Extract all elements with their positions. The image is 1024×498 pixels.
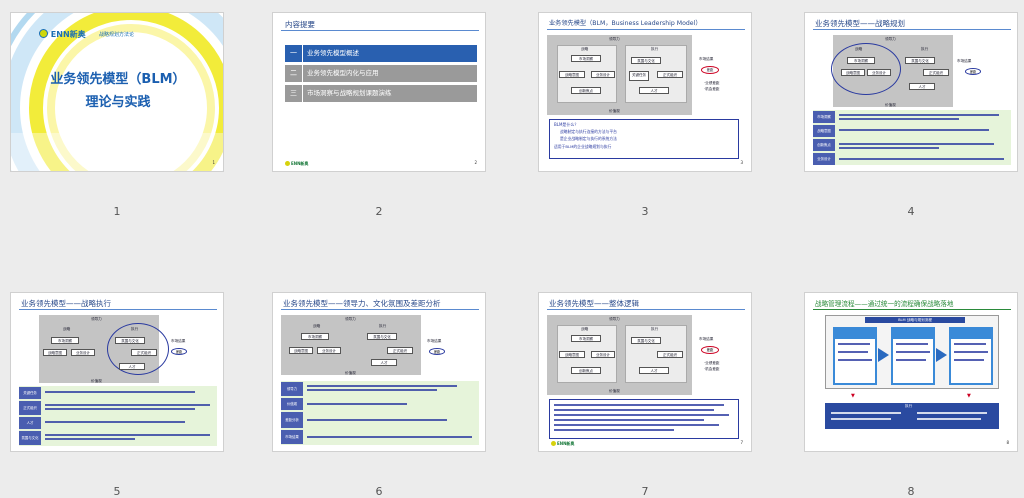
slide-8-canvas: 战略管理流程——通过统一的流程确保战略落地 BLM 战略与规划流程 ▼ ▼ 执行… xyxy=(804,292,1018,452)
slide-5-title: 业务领先模型——战略执行 xyxy=(21,298,111,309)
slide-number-label: 4 xyxy=(804,205,1018,218)
slide-7-canvas: 业务领先模型——整体逻辑 领导力 价值观 战略 执行 市场洞察 战略意图 业务设… xyxy=(538,292,752,452)
slide-page-number: 1 xyxy=(212,160,215,165)
slide-1-subtitle: 战略规划方法论 xyxy=(99,31,134,38)
slide-1-logo: ENN新奥 xyxy=(39,29,86,40)
title-underline xyxy=(547,29,745,30)
slide-page-number: 8 xyxy=(1006,440,1009,445)
slide-3-canvas: 业务领先模型（BLM，Business Leadership Model） 领导… xyxy=(538,12,752,172)
slide-thumbnail-3[interactable]: 业务领先模型（BLM，Business Leadership Model） 领导… xyxy=(538,12,752,172)
slide-thumbnail-4[interactable]: 业务领先模型——战略规划 领导力 价值观 战略 执行 市场洞察 战略意图 业务设… xyxy=(804,12,1018,172)
slide-4-canvas: 业务领先模型——战略规划 领导力 价值观 战略 执行 市场洞察 战略意图 业务设… xyxy=(804,12,1018,172)
toc-item-3: 三 市场洞察与战略规划课题演练 xyxy=(285,85,477,102)
slide-footer-logo: ENN新奥 xyxy=(551,441,574,447)
slide-1-title-line1: 业务领先模型（BLM） xyxy=(11,68,224,87)
slide-thumbnail-8[interactable]: 战略管理流程——通过统一的流程确保战略落地 BLM 战略与规划流程 ▼ ▼ 执行… xyxy=(804,292,1018,452)
slide-number-label: 8 xyxy=(804,485,1018,498)
slide-6-title: 业务领先模型——领导力、文化氛围及差距分析 xyxy=(283,298,441,309)
slide-thumbnail-6[interactable]: 业务领先模型——领导力、文化氛围及差距分析 领导力 价值观 战略 执行 市场洞察… xyxy=(272,292,486,452)
slide-thumbnail-5[interactable]: 业务领先模型——战略执行 领导力 价值观 战略 执行 市场洞察 战略意图 业务设… xyxy=(10,292,224,452)
logic-text-box xyxy=(549,399,739,439)
title-underline xyxy=(281,309,479,310)
down-arrow-icon: ▼ xyxy=(967,393,971,399)
toc-item-2: 二 业务领先模型内化与应用 xyxy=(285,65,477,82)
slide-5-canvas: 业务领先模型——战略执行 领导力 价值观 战略 执行 市场洞察 战略意图 业务设… xyxy=(10,292,224,452)
slide-page-number: 2 xyxy=(474,160,477,165)
slide-number-label: 7 xyxy=(538,485,752,498)
blm-definition-box: BLM是什么？ 战略制定与执行连接的方法与平台 是企业战略制定与执行的系统方法 … xyxy=(549,119,739,159)
title-underline xyxy=(19,309,217,310)
slide-7-title: 业务领先模型——整体逻辑 xyxy=(549,298,639,309)
slide-2-title: 内容提要 xyxy=(285,19,315,30)
slide-number-label: 2 xyxy=(272,205,486,218)
slide-6-canvas: 业务领先模型——领导力、文化氛围及差距分析 领导力 价值观 战略 执行 市场洞察… xyxy=(272,292,486,452)
blm-frame xyxy=(281,315,421,375)
slide-page-number: 3 xyxy=(740,160,743,165)
down-arrow-icon: ▼ xyxy=(851,393,855,399)
slide-1-canvas: ENN新奥 战略规划方法论 业务领先模型（BLM） 理论与实践 1 xyxy=(10,12,224,172)
title-underline xyxy=(813,29,1011,30)
slide-1-title-line2: 理论与实践 xyxy=(11,91,224,110)
slide-4-title: 业务领先模型——战略规划 xyxy=(815,18,905,29)
slide-thumbnail-1[interactable]: ENN新奥 战略规划方法论 业务领先模型（BLM） 理论与实践 1 xyxy=(10,12,224,172)
slide-number-label: 5 xyxy=(10,485,224,498)
title-underline xyxy=(547,309,745,310)
slide-number-label: 6 xyxy=(272,485,486,498)
toc-item-1: 一 业务领先模型概述 xyxy=(285,45,477,62)
slide-2-canvas: 内容提要 一 业务领先模型概述 二 业务领先模型内化与应用 三 市场洞察与战略规… xyxy=(272,12,486,172)
slide-footer-logo: ENN新奥 xyxy=(285,161,308,167)
definition-table xyxy=(19,386,217,446)
slide-number-label: 3 xyxy=(538,205,752,218)
gap-oval: 差距 xyxy=(701,66,719,74)
slide-number-label: 1 xyxy=(10,205,224,218)
slide-3-title: 业务领先模型（BLM，Business Leadership Model） xyxy=(549,18,702,27)
slide-thumbnail-7[interactable]: 业务领先模型——整体逻辑 领导力 价值观 战略 执行 市场洞察 战略意图 业务设… xyxy=(538,292,752,452)
slide-thumbnail-2[interactable]: 内容提要 一 业务领先模型概述 二 业务领先模型内化与应用 三 市场洞察与战略规… xyxy=(272,12,486,172)
enn-logo-icon xyxy=(39,29,48,38)
slide-page-number: 7 xyxy=(740,440,743,445)
title-underline xyxy=(281,30,479,31)
